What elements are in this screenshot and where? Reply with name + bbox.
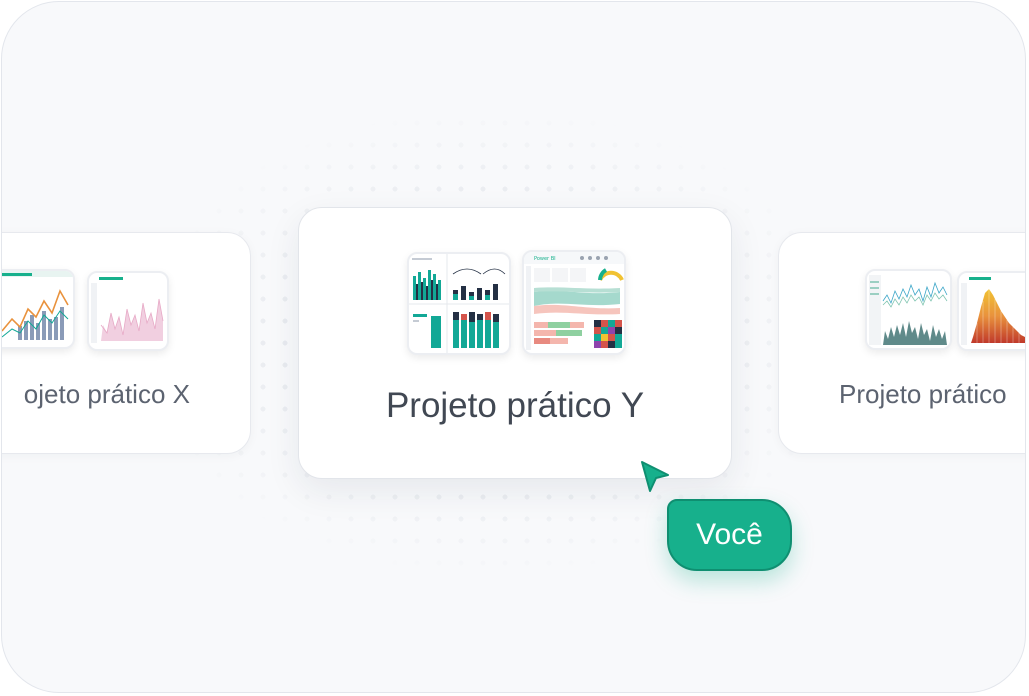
user-cursor-badge: Você — [667, 499, 792, 571]
project-card-x[interactable]: ojeto prático X — [2, 232, 251, 454]
project-card-title: ojeto prático X — [23, 379, 190, 409]
dashboard-thumbnail — [87, 271, 169, 351]
project-card-title: Projeto prático — [839, 379, 1007, 409]
pointer-cursor-icon — [641, 461, 669, 492]
dashboard-thumbnail — [957, 271, 1025, 351]
project-card-y[interactable]: Power BI — [298, 207, 732, 479]
project-card-z[interactable]: Projeto prático — [778, 232, 1025, 454]
thumbnail-header-text: Power BI — [534, 256, 556, 262]
dashboard-thumbnail — [865, 269, 952, 350]
dashboard-thumbnail: Power BI — [522, 250, 626, 355]
dashboard-thumbnail — [2, 269, 75, 349]
project-card-title: Projeto prático Y — [385, 386, 645, 425]
dashboard-thumbnail — [407, 252, 511, 355]
